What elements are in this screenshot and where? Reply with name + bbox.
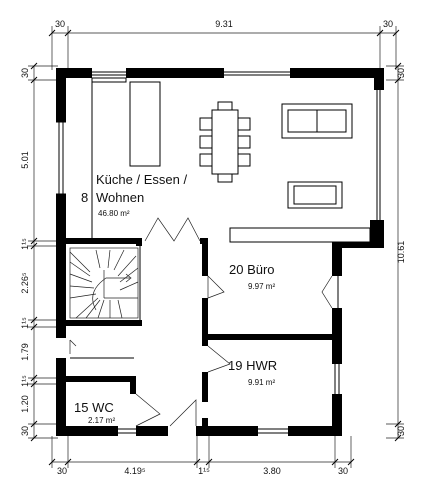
wall-top-mid [126, 68, 224, 78]
chair-right-2 [237, 135, 251, 149]
kitchen-number: 8 [81, 190, 88, 205]
wall-office-left-2 [202, 298, 208, 346]
kitchen-label-line1: Küche / Essen / [96, 172, 187, 187]
wall-wc-right [130, 376, 136, 394]
wall-stair-door-jamb [136, 238, 142, 246]
dim-left-8: 1.20 [20, 395, 30, 413]
door-office [207, 275, 225, 299]
wall-left-mid [56, 194, 66, 338]
outer-walls [56, 68, 384, 436]
dim-left-6: 1.79 [20, 343, 30, 361]
dim-left-3: 1¹⁵ [20, 238, 30, 250]
wall-right-upper [370, 220, 384, 244]
wall-right-lower-3 [332, 394, 342, 436]
room-labels: Küche / Essen / 8 Wohnen 46.80 m² 20 Bür… [74, 172, 277, 425]
dim-left-4: 2.26⁵ [20, 272, 30, 294]
wall-office-left-4 [202, 418, 208, 430]
door-kitchen-hall [144, 217, 201, 242]
chair-left-3 [199, 153, 213, 167]
door-right-passage [321, 275, 333, 309]
wall-bottom-mid [136, 426, 168, 436]
sofa-bottom-seat [293, 185, 337, 205]
wall-left-bottom [56, 358, 66, 436]
door-wc [135, 393, 161, 427]
wall-bottom-left [56, 426, 118, 436]
dim-bottom-3: 1¹⁵ [198, 466, 210, 476]
chair-bottom [217, 173, 233, 183]
wall-bottom-right1 [196, 426, 258, 436]
kitchen-island [129, 81, 161, 167]
wall-recess-top [332, 240, 384, 248]
dimension-ticks [30, 29, 402, 466]
dim-right-2: 10.61 [396, 241, 406, 264]
dimension-lines [28, 26, 404, 468]
wall-stair-top [66, 238, 138, 244]
wall-office-utility [208, 334, 334, 340]
dim-top-2: 9.31 [215, 19, 233, 29]
staircase [69, 247, 139, 319]
dim-left-7: 1¹⁵ [20, 375, 30, 387]
chair-right-3 [237, 153, 251, 167]
dim-bottom-5: 30 [338, 466, 348, 476]
door-entrance [169, 399, 197, 427]
chair-left-1 [199, 117, 213, 131]
wall-right-lower-2 [332, 308, 342, 364]
kitchen-area: 46.80 m² [98, 209, 130, 218]
dim-right-3: 30 [396, 426, 406, 436]
furniture [91, 77, 353, 242]
dim-left-1: 30 [20, 68, 30, 78]
doors [69, 217, 333, 427]
utility-label: 19 HWR [228, 358, 277, 373]
dim-left-5: 1¹⁵ [20, 317, 30, 329]
wall-office-left-1 [202, 244, 208, 276]
office-label: 20 Büro [229, 262, 275, 277]
dim-bottom-4: 3.80 [263, 466, 281, 476]
kitchen-cabinet-line [91, 77, 127, 83]
wall-bottom-right2 [288, 426, 342, 436]
door-utility [207, 345, 231, 373]
dim-left-2: 5.01 [20, 151, 30, 169]
dim-bottom-2: 4.19⁵ [124, 466, 146, 476]
dim-bottom-1: 30 [57, 466, 67, 476]
wall-left-top [56, 68, 66, 122]
dim-top-3: 30 [383, 19, 393, 29]
chair-left-2 [199, 135, 213, 149]
dim-top-1: 30 [55, 19, 65, 29]
office-area: 9.97 m² [248, 282, 275, 291]
dining-table [211, 109, 239, 175]
wall-top-left [56, 68, 92, 78]
wall-stair-bottom [66, 320, 142, 326]
wall-right-lower-1 [332, 240, 342, 276]
wc-area: 2.17 m² [88, 416, 115, 425]
dim-right-1: 30 [396, 68, 406, 78]
wall-top-right [290, 68, 384, 78]
interior-walls [66, 227, 371, 430]
counter [229, 227, 371, 243]
utility-area: 9.91 m² [248, 378, 275, 387]
wall-right-top [374, 68, 384, 90]
wall-wc-top [66, 376, 136, 382]
dimension-labels: 30 9.31 30 30 4.19⁵ 1¹⁵ 3.80 30 30 5.01 … [20, 19, 406, 476]
wc-label: 15 WC [74, 400, 114, 415]
chair-right-1 [237, 117, 251, 131]
dim-left-9: 30 [20, 426, 30, 436]
chair-top [217, 101, 233, 111]
wall-office-left-3 [202, 372, 208, 402]
wall-hall-top [200, 238, 208, 244]
kitchen-name: Wohnen [96, 190, 144, 205]
